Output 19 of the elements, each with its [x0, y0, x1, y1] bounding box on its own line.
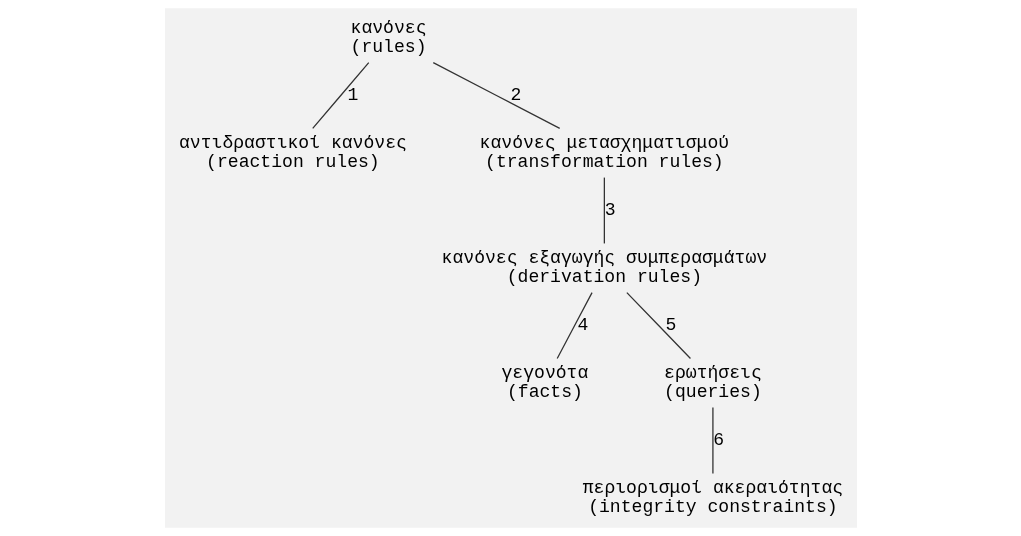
- connector: [711, 406, 714, 475]
- node-text: κανόνες (rules): [350, 18, 427, 58]
- edge-label: 4: [577, 315, 588, 336]
- edge-label: 3: [604, 200, 616, 221]
- edge-label: 5: [664, 315, 676, 336]
- node-text: αντιδραστικοί κανόνες (reaction rules): [178, 133, 407, 173]
- node-text: ερωτήσεις (queries): [663, 363, 762, 403]
- edge-label: 2: [509, 85, 521, 106]
- connector: [432, 61, 560, 130]
- node-text: περιορισμοί ακεραιότητας (integrity constraints): [582, 478, 843, 518]
- node-text: γεγονότα (facts): [501, 363, 588, 403]
- node-text: κανόνες εξαγωγής συμπερασμάτων (derivation rules): [441, 248, 767, 288]
- connector: [311, 61, 369, 130]
- edge-label: 6: [712, 430, 724, 451]
- connector: [556, 291, 593, 360]
- edge-label: 1: [347, 85, 358, 106]
- connector: [603, 176, 605, 245]
- connector: [625, 291, 691, 360]
- node-text: κανόνες μετασχηματισμού (transformation rules): [479, 133, 729, 173]
